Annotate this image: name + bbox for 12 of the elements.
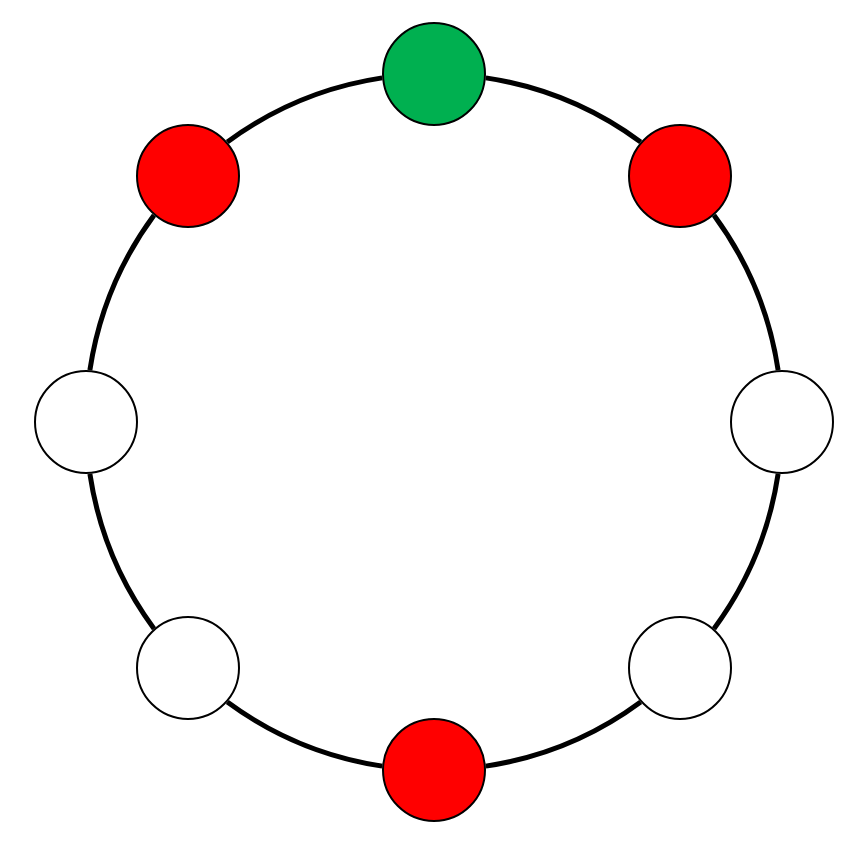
connector-arc [87, 214, 157, 371]
circle-node [382, 718, 486, 822]
circle-node [34, 370, 138, 474]
connector-arc [711, 473, 781, 630]
circle-node [730, 370, 834, 474]
circle-node [382, 22, 486, 126]
connector-arc [87, 473, 157, 630]
connector-arc [485, 699, 642, 769]
connector-arc [711, 214, 781, 371]
connector-arc [226, 75, 383, 145]
connector-arc [485, 75, 642, 145]
connector-arc [226, 699, 383, 769]
